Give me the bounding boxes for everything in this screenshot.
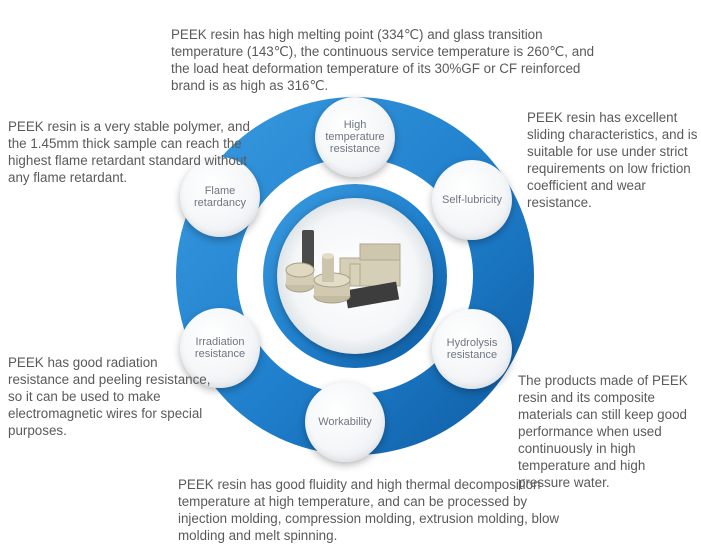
irradiation-resistance-label: Irradiation resistance	[194, 336, 246, 360]
high-temperature-resistance-label: High temperature resistance	[325, 119, 385, 155]
peek-products-illustration	[285, 230, 401, 309]
irradiation-description: PEEK has good radiation resistance and p…	[8, 355, 211, 438]
high-temperature-resistance-node: High temperature resistance	[315, 97, 395, 177]
hydrolysis-description: The products made of PEEK resin and its …	[518, 373, 688, 490]
self-lubricity-node: Self-lubricity	[432, 160, 512, 240]
self-lubricity-description: PEEK resin has excellent sliding charact…	[527, 110, 698, 210]
flame-retardancy-node: Flame retardancy	[180, 157, 260, 237]
workability-label: Workability	[318, 416, 372, 428]
hydrolysis-resistance-node: Hydrolysis resistance	[432, 309, 512, 389]
high-temperature-description: PEEK resin has high melting point (334℃)…	[171, 27, 595, 93]
self-lubricity-label: Self-lubricity	[442, 194, 502, 206]
flame-retardancy-description: PEEK resin is a very stable polymer, and…	[8, 119, 250, 185]
flame-retardancy-label: Flame retardancy	[194, 185, 246, 209]
workability-description: PEEK resin has good fluidity and high th…	[178, 477, 560, 543]
hydrolysis-resistance-label: Hydrolysis resistance	[446, 337, 498, 361]
irradiation-resistance-node: Irradiation resistance	[180, 308, 260, 388]
workability-node: Workability	[305, 382, 385, 462]
